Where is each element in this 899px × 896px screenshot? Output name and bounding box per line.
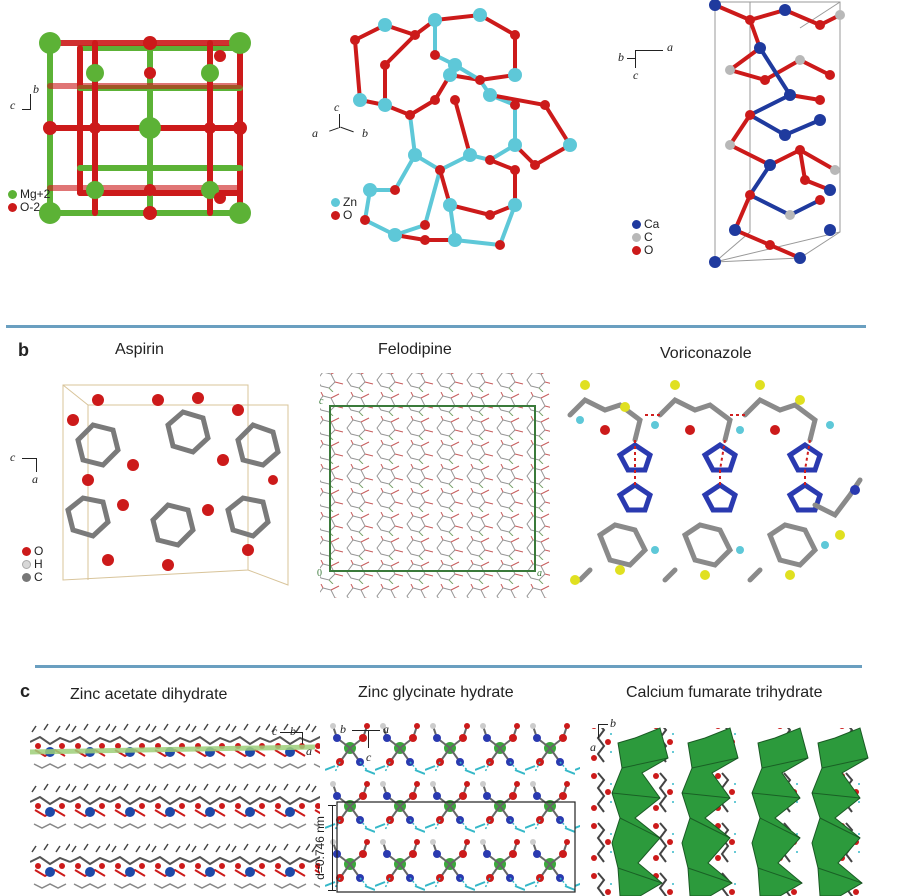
aspirin-axis-indicator: c a: [10, 450, 38, 486]
mgo-axis-indicator: b c: [10, 82, 50, 112]
legend-item-mg: Mg+2: [8, 188, 50, 201]
felodipine-cell-label-origin: 0: [317, 568, 322, 579]
legend-item-zn: Zn: [331, 196, 357, 209]
divider-a-b: [6, 325, 866, 328]
legend-item-c: C: [632, 231, 659, 244]
felodipine-crystal-packing: c 0 a: [317, 373, 550, 598]
caco3-legend: Ca C O: [632, 218, 659, 257]
voriconazole-crystal-packing: [567, 380, 863, 585]
aspirin-title: Aspirin: [115, 341, 164, 358]
legend-item-o: O-2: [8, 201, 50, 214]
legend-item-h: H: [22, 558, 43, 571]
voriconazole-title: Voriconazole: [660, 345, 752, 362]
mgo-axis-b-label: b: [33, 82, 39, 96]
zinc-glycinate-title: Zinc glycinate hydrate: [358, 684, 514, 701]
legend-item-o: O: [632, 244, 659, 257]
legend-item-ca: Ca: [632, 218, 659, 231]
zinc-glycinate-d-spacing: d=0.746 nm: [313, 805, 336, 893]
mgo-legend: Mg+2 O-2: [8, 188, 50, 214]
legend-item-c: C: [22, 571, 43, 584]
felodipine-cell-label-c: c: [319, 396, 324, 407]
caco3-crystal-structure: [709, 0, 845, 268]
caco3-axis-indicator: b a c: [618, 40, 673, 82]
mgo-crystal-structure: [39, 32, 251, 224]
legend-item-o: O: [331, 209, 357, 222]
divider-b-c: [35, 665, 862, 668]
zinc-acetate-axis-indicator: c b a: [272, 724, 312, 758]
zinc-acetate-title: Zinc acetate dihydrate: [70, 686, 228, 703]
zinc-glycinate-crystal-packing: [325, 718, 580, 896]
panel-c-letter: c: [20, 681, 31, 701]
panel-b-letter: b: [18, 340, 29, 360]
legend-item-o: O: [22, 545, 43, 558]
zno-legend: Zn O: [331, 196, 357, 222]
d-spacing-label: d=0.746 nm: [313, 816, 327, 880]
zno-crystal-structure: [350, 8, 577, 250]
zinc-glycinate-axis-indicator: b a c: [340, 722, 389, 764]
felodipine-cell-label-a: a: [537, 568, 542, 579]
aspirin-crystal-packing: [62, 384, 289, 586]
zinc-acetate-crystal-packing: [30, 722, 320, 896]
calcium-fumarate-crystal-packing: [590, 727, 890, 896]
mgo-axis-c-label: c: [10, 98, 16, 112]
aspirin-legend: O H C: [22, 545, 43, 584]
calcium-polyhedra-chains: [611, 727, 869, 896]
calcium-fumarate-title: Calcium fumarate trihydrate: [626, 684, 823, 701]
calcium-fumarate-axis-indicator: b a: [590, 716, 616, 754]
felodipine-title: Felodipine: [378, 341, 452, 358]
zno-axis-indicator: c a b: [312, 100, 368, 140]
